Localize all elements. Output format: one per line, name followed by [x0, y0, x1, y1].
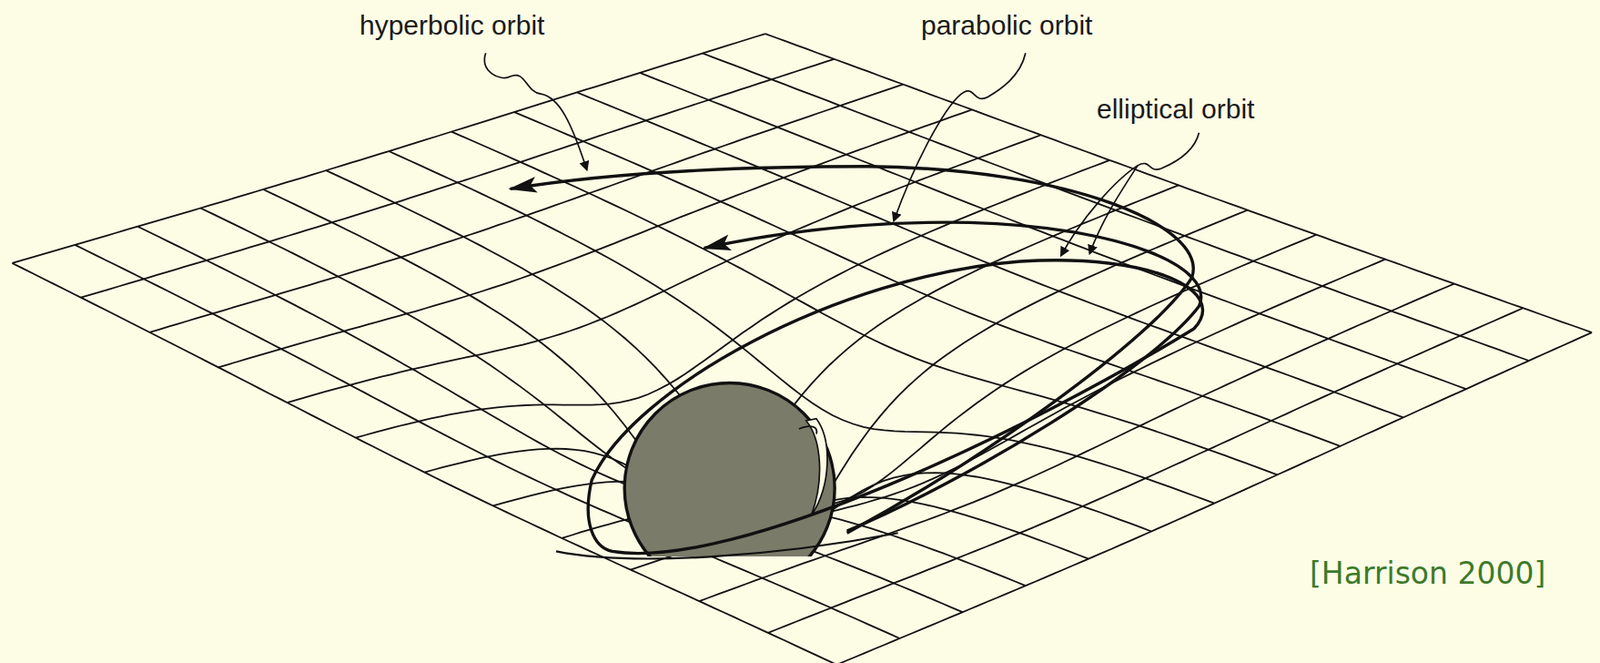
grid-line: [74, 244, 900, 638]
grid-line: [577, 91, 1404, 417]
grid-line: [11, 263, 837, 663]
curved-grid: [11, 33, 1592, 663]
orbit-label: elliptical orbit: [1096, 92, 1255, 126]
grid-line: [702, 53, 1530, 361]
hyperbolic-orbit: [510, 166, 1195, 534]
grid-line: [451, 131, 1277, 476]
grid-line: [81, 59, 835, 298]
grid-line: [836, 332, 1592, 663]
grid-line: [218, 109, 973, 367]
grid-line: [639, 72, 1467, 389]
grid-line: [200, 208, 1025, 587]
parabolic-orbit: [704, 222, 1202, 531]
grid-line: [137, 226, 963, 612]
grid-line: [514, 111, 1340, 446]
citation: [Harrison 2000]: [1309, 555, 1546, 592]
orbit-label: parabolic orbit: [921, 9, 1093, 42]
orbit-label: hyperbolic orbit: [359, 9, 545, 42]
sphere: [624, 382, 835, 557]
orbits: [510, 166, 1204, 554]
leader-lines: [484, 52, 1199, 255]
